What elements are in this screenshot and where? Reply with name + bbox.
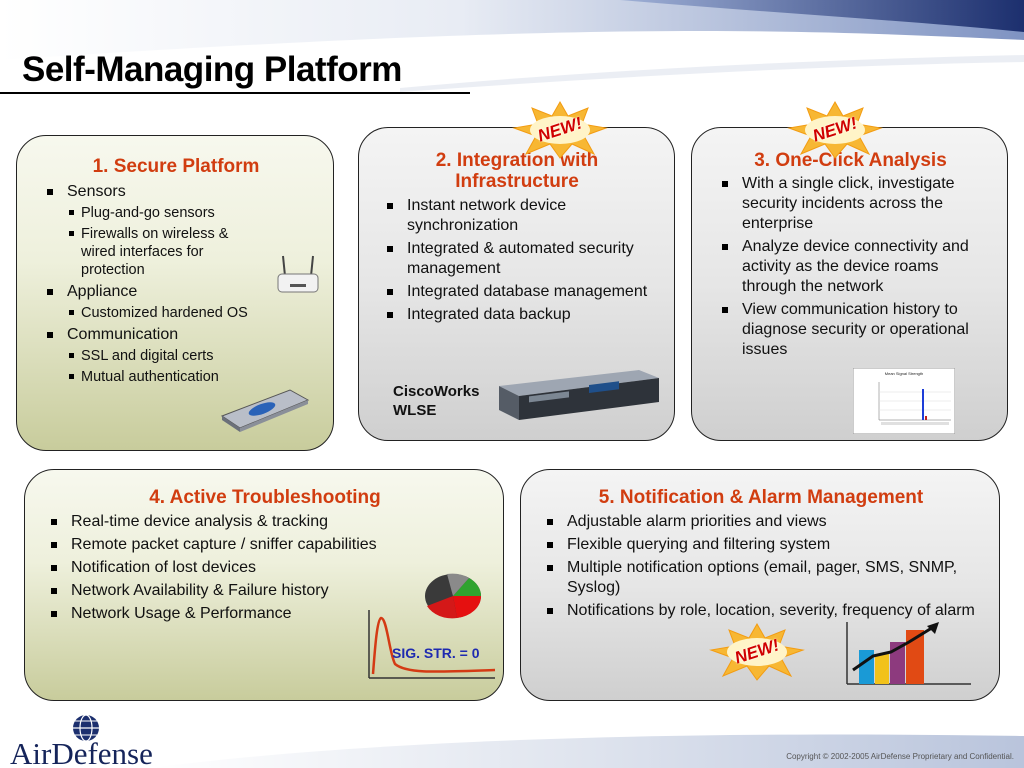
header-swoosh-graphic: [0, 0, 1024, 92]
starburst-icon: [709, 622, 805, 681]
list-item: Network Availability & Failure history: [45, 581, 495, 601]
copyright-text: Copyright © 2002-2005 AirDefense Proprie…: [786, 752, 1014, 761]
airdefense-logo: AirDefense: [8, 712, 168, 768]
new-badge-one-click: NEW!: [785, 100, 885, 160]
panel-active-troubleshooting: 4. Active Troubleshooting Real-time devi…: [24, 469, 504, 701]
panel-secure-platform: 1. Secure Platform Sensors Plug-and-go s…: [16, 135, 334, 451]
rack-server-icon: [499, 370, 659, 420]
cisco-works-label: CiscoWorks WLSE: [393, 383, 480, 419]
new-badge-notification: NEW!: [707, 622, 807, 682]
list-item: Analyze device connectivity and activity…: [716, 237, 986, 297]
new-badge-integration: NEW!: [510, 100, 610, 160]
panel-title-secure-platform: 1. Secure Platform: [92, 156, 260, 177]
usage-pie-chart-icon: [425, 573, 482, 619]
secure-platform-list: Sensors Plug-and-go sensors Firewalls on…: [41, 182, 331, 389]
list-item: View communication history to diagnose s…: [716, 300, 986, 360]
list-subitem: SSL and digital certs: [67, 347, 331, 365]
appliance-server-icon: [220, 389, 310, 432]
one-click-list: With a single click, investigate securit…: [716, 174, 986, 363]
starburst-icon: [787, 100, 883, 159]
notification-list: Adjustable alarm priorities and views Fl…: [541, 512, 981, 624]
trend-bar-chart-icon: [846, 622, 971, 685]
signal-strength-thumbnail: Mean Signal Strength: [853, 368, 955, 434]
thumb-chart-title: Mean Signal Strength: [885, 371, 923, 376]
title-underline: [0, 92, 470, 94]
list-subitem: Mutual authentication: [67, 368, 331, 386]
list-item: Adjustable alarm priorities and views: [541, 512, 981, 532]
list-item: Network Usage & Performance: [45, 604, 495, 624]
globe-icon: [73, 714, 99, 742]
integration-list: Instant network device synchronization I…: [381, 196, 651, 328]
panel-title-active-troubleshooting: 4. Active Troubleshooting: [149, 487, 381, 508]
list-item: Multiple notification options (email, pa…: [541, 558, 981, 598]
panel-title-one-click-analysis: 3. One-Click Analysis: [754, 150, 947, 171]
wireless-sensor-icon: [277, 255, 319, 293]
list-item: With a single click, investigate securit…: [716, 174, 986, 234]
list-item: Integrated database management: [381, 282, 651, 302]
troubleshooting-list: Real-time device analysis & tracking Rem…: [45, 512, 495, 627]
signal-strength-label: SIG. STR. = 0: [392, 645, 480, 661]
list-item-communication: Communication SSL and digital certs Mutu…: [41, 325, 331, 386]
list-item: Real-time device analysis & tracking: [45, 512, 495, 532]
starburst-icon: [512, 100, 608, 159]
list-item: Integrated data backup: [381, 305, 651, 325]
panel-one-click-analysis: 3. One-Click Analysis With a single clic…: [691, 127, 1008, 441]
panel-integration: 2. Integration with Infrastructure Insta…: [358, 127, 675, 441]
list-item: Notification of lost devices: [45, 558, 495, 578]
list-item: Flexible querying and filtering system: [541, 535, 981, 555]
footer-swoosh-graphic: [150, 734, 1024, 768]
list-subitem: Plug-and-go sensors: [67, 204, 331, 222]
panel-title-notification-alarm: 5. Notification & Alarm Management: [598, 487, 924, 508]
list-subitem: Firewalls on wireless & wired interfaces…: [67, 225, 257, 279]
slide-title: Self-Managing Platform: [22, 50, 402, 89]
list-item-appliance: Appliance Customized hardened OS: [41, 282, 331, 322]
logo-wordmark: AirDefense: [10, 736, 153, 768]
list-item: Remote packet capture / sniffer capabili…: [45, 535, 495, 555]
list-item: Instant network device synchronization: [381, 196, 651, 236]
signal-strength-curve-chart: [368, 610, 496, 679]
list-subitem: Customized hardened OS: [67, 304, 331, 322]
list-item: Integrated & automated security manageme…: [381, 239, 651, 279]
list-item: Notifications by role, location, severit…: [541, 601, 981, 621]
list-item-sensors: Sensors Plug-and-go sensors Firewalls on…: [41, 182, 331, 279]
